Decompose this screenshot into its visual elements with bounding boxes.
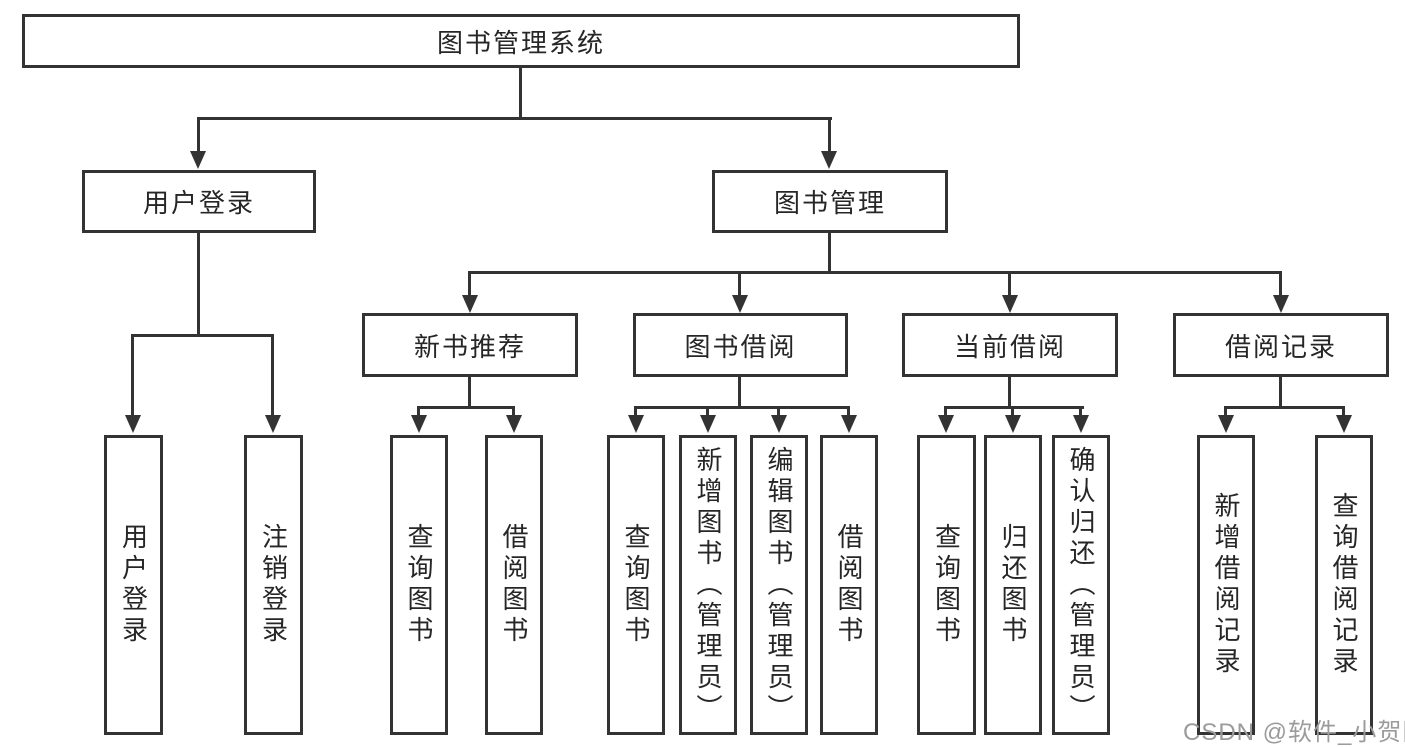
node-root-label: 图书管理系统 <box>436 27 605 58</box>
connector-line <box>847 406 850 417</box>
arrow-down-icon <box>841 415 857 433</box>
connector-line <box>468 271 471 298</box>
connector-line <box>828 117 831 153</box>
node-new-book-recommend-label: 新书推荐 <box>413 331 526 362</box>
connector-line <box>738 377 741 408</box>
leaf-confirm-return-admin: 确认归还（管理员） <box>1052 435 1110 735</box>
arrow-down-icon <box>462 295 478 313</box>
leaf-query-books-borrow-label: 查询图书 <box>621 523 651 647</box>
connector-line <box>1011 406 1014 417</box>
connector-line <box>944 406 1084 409</box>
arrow-down-icon <box>1005 415 1021 433</box>
arrow-down-icon <box>125 415 141 433</box>
leaf-return-books-label: 归还图书 <box>998 523 1028 647</box>
leaf-query-books-current: 查询图书 <box>917 435 976 735</box>
node-current-borrow-label: 当前借阅 <box>953 331 1066 362</box>
connector-line <box>777 406 780 417</box>
connector-line <box>1224 406 1227 417</box>
connector-line <box>1279 271 1282 298</box>
connector-line <box>131 334 274 337</box>
arrow-down-icon <box>1273 295 1289 313</box>
connector-line <box>1079 406 1082 417</box>
leaf-query-books-current-label: 查询图书 <box>931 523 962 647</box>
connector-line <box>197 117 832 120</box>
leaf-add-borrow-record: 新增借阅记录 <box>1197 435 1255 735</box>
arrow-down-icon <box>1218 415 1234 433</box>
leaf-add-books-admin: 新增图书（管理员） <box>679 435 737 735</box>
connector-line <box>468 377 471 408</box>
connector-line <box>519 68 522 119</box>
connector-line <box>738 271 741 298</box>
node-user-login-label: 用户登录 <box>142 188 255 218</box>
connector-line <box>197 117 200 153</box>
node-root: 图书管理系统 <box>22 14 1020 68</box>
leaf-borrow-books: 借阅图书 <box>820 435 878 735</box>
arrow-down-icon <box>821 151 837 169</box>
arrow-down-icon <box>771 415 787 433</box>
leaf-add-books-admin-label: 新增图书（管理员） <box>693 445 723 725</box>
leaf-borrow-books-label: 借阅图书 <box>834 523 864 647</box>
arrow-down-icon <box>190 151 206 169</box>
arrow-down-icon <box>411 415 427 433</box>
node-book-management: 图书管理 <box>712 170 948 233</box>
leaf-edit-books-admin: 编辑图书（管理员） <box>750 435 808 735</box>
connector-line <box>634 406 850 409</box>
node-current-borrow: 当前借阅 <box>902 313 1118 377</box>
leaf-user-login-label: 用户登录 <box>118 523 149 647</box>
leaf-query-books-recommend: 查询图书 <box>390 435 448 735</box>
leaf-logout-label: 注销登录 <box>258 523 289 647</box>
connector-line <box>1008 271 1011 298</box>
node-book-borrow: 图书借阅 <box>633 313 848 377</box>
leaf-logout: 注销登录 <box>244 435 303 735</box>
connector-line <box>1279 377 1282 408</box>
connector-line <box>417 406 420 417</box>
leaf-user-login: 用户登录 <box>104 435 163 735</box>
connector-line <box>131 334 134 417</box>
arrow-down-icon <box>1073 415 1089 433</box>
leaf-return-books: 归还图书 <box>984 435 1042 735</box>
leaf-borrow-books-recommend: 借阅图书 <box>485 435 543 735</box>
leaf-query-borrow-record-label: 查询借阅记录 <box>1329 492 1359 678</box>
leaf-confirm-return-admin-label: 确认归还（管理员） <box>1066 445 1096 725</box>
connector-line <box>706 406 709 417</box>
connector-line <box>197 233 200 336</box>
leaf-add-borrow-record-label: 新增借阅记录 <box>1211 492 1241 678</box>
leaf-borrow-books-recommend-label: 借阅图书 <box>499 523 529 647</box>
node-borrow-records: 借阅记录 <box>1173 313 1389 377</box>
connector-line <box>271 334 274 417</box>
connector-line <box>417 406 515 409</box>
connector-line <box>1008 377 1011 408</box>
arrow-down-icon <box>628 415 644 433</box>
arrow-down-icon <box>1336 415 1352 433</box>
connector-line <box>512 406 515 417</box>
node-book-borrow-label: 图书借阅 <box>684 331 797 362</box>
connector-line <box>944 406 947 417</box>
node-user-login: 用户登录 <box>82 170 316 233</box>
node-book-management-label: 图书管理 <box>773 188 886 218</box>
connector-line <box>828 233 831 274</box>
node-borrow-records-label: 借阅记录 <box>1224 331 1337 362</box>
leaf-edit-books-admin-label: 编辑图书（管理员） <box>764 445 794 725</box>
arrow-down-icon <box>1002 295 1018 313</box>
leaf-query-borrow-record: 查询借阅记录 <box>1315 435 1373 735</box>
connector-line <box>468 271 1282 274</box>
arrow-down-icon <box>506 415 522 433</box>
connector-line <box>634 406 637 417</box>
arrow-down-icon <box>732 295 748 313</box>
node-new-book-recommend: 新书推荐 <box>362 313 578 377</box>
arrow-down-icon <box>265 415 281 433</box>
connector-line <box>1224 406 1345 409</box>
leaf-query-books-recommend-label: 查询图书 <box>404 523 434 647</box>
connector-line <box>1342 406 1345 417</box>
arrow-down-icon <box>938 415 954 433</box>
arrow-down-icon <box>700 415 716 433</box>
csdn-watermark: CSDN @软件_小贺同学 <box>1183 719 1405 746</box>
leaf-query-books-borrow: 查询图书 <box>607 435 665 735</box>
